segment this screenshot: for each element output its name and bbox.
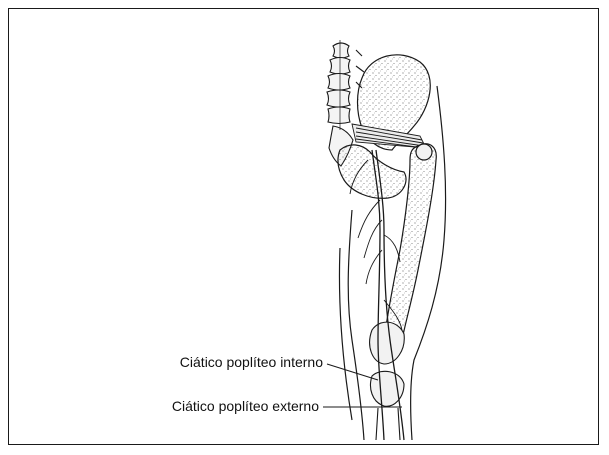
label-ciatico-popliteo-interno: Ciático poplíteo interno [180,354,323,370]
label-ciatico-popliteo-externo: Ciático poplíteo externo [172,398,319,414]
leader-interno [327,364,378,380]
knee-bones [370,322,405,440]
